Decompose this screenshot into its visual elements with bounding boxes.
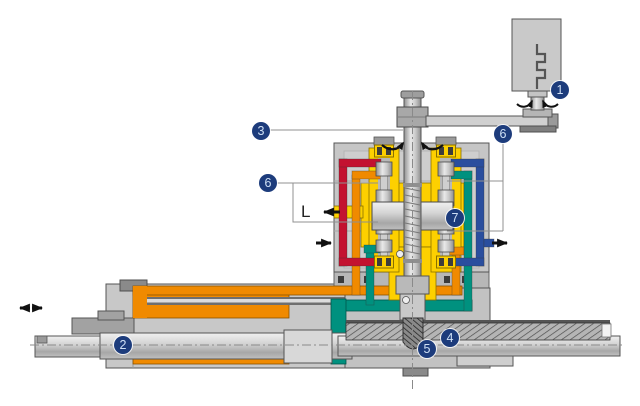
callout-2: 2	[114, 336, 132, 354]
callout-5: 5	[418, 340, 436, 358]
steering-screw	[337, 320, 621, 357]
control-spool	[371, 201, 454, 231]
port-label-L: L	[301, 202, 311, 221]
leader-lines	[270, 129, 504, 232]
piston	[283, 329, 333, 364]
callout-1: 1	[551, 81, 569, 99]
callout-7: 7	[446, 209, 464, 227]
drive-unit	[511, 18, 562, 92]
piston-rod	[34, 329, 353, 364]
callout-4: 4	[441, 329, 459, 347]
spline-symbol	[535, 44, 547, 89]
flow-arrows	[18, 99, 559, 313]
callout-6a: 6	[259, 174, 277, 192]
blue-return-line	[475, 158, 485, 267]
callout-3: 3	[252, 122, 270, 140]
rotation-arrow-icon	[516, 99, 533, 109]
hydraulic-lines	[338, 158, 495, 312]
callout-6b: 6	[494, 125, 512, 143]
rotation-arrow-icon	[421, 141, 444, 151]
lever-and-drive	[425, 18, 562, 133]
hydraulic-cylinder	[71, 279, 352, 369]
rotation-arrow-icon	[381, 141, 404, 151]
red-pressure-line	[338, 158, 348, 267]
teal-line	[365, 248, 375, 306]
rotation-arrow-icon	[542, 99, 559, 109]
